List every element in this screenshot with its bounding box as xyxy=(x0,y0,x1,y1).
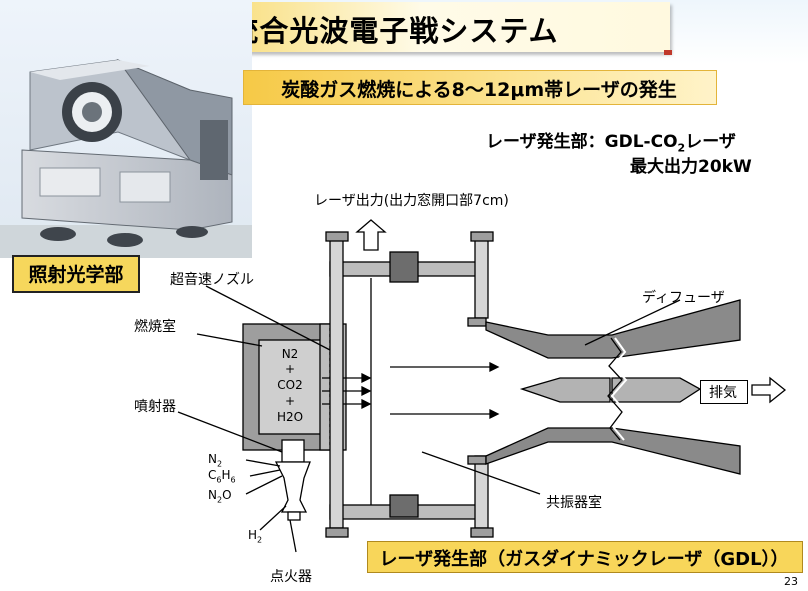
input-c6h6-c: C xyxy=(208,468,217,482)
spec-line-1-prefix: レーザ発生部：GDL-CO xyxy=(486,132,678,152)
injector-label: 噴射器 xyxy=(134,399,176,415)
diffuser-label: ディフューザ xyxy=(642,290,725,306)
input-c6h6: C6H6 xyxy=(208,468,236,484)
resonator-label: 共振器室 xyxy=(546,495,602,511)
irradiation-optics-photo xyxy=(0,0,252,258)
input-n2o: N2O xyxy=(208,488,232,504)
page-title: 統合光波電子戦システム xyxy=(229,14,559,48)
nozzle-label: 超音速ノズル xyxy=(170,272,254,288)
combustor-label: 燃焼室 xyxy=(134,319,176,335)
exhaust-label: 排気 xyxy=(709,385,737,401)
chamber-h2o: H2O xyxy=(276,410,304,424)
chamber-plus-2: + xyxy=(284,394,296,408)
input-h2-sub: 2 xyxy=(257,535,263,545)
spec-line-1-suffix: レーザ xyxy=(685,132,736,152)
input-h2-main: H xyxy=(248,528,258,542)
combustion-chamber-inner xyxy=(258,339,322,435)
subtitle-banner xyxy=(243,70,717,105)
input-n2o-main: N xyxy=(208,488,217,502)
igniter-label: 点火器 xyxy=(270,569,312,585)
photo-label: 照射光学部 xyxy=(28,264,124,286)
input-h2: H2 xyxy=(248,528,262,544)
spec-line-1: レーザ発生部：GDL-CO2レーザ xyxy=(486,127,736,154)
input-c6h6-sub2: 6 xyxy=(230,475,236,485)
spec-line-2: 最大出力20kW xyxy=(630,157,752,177)
input-n2-sub: 2 xyxy=(216,459,223,469)
input-c6h6-h: H xyxy=(221,468,231,482)
laser-output-label: レーザ出力(出力窓開口部7cm) xyxy=(314,193,509,209)
spec-line-1-subscript: 2 xyxy=(677,141,686,155)
input-n2: N2 xyxy=(208,452,222,468)
input-n2-main: N xyxy=(208,452,217,466)
page-number: 23 xyxy=(784,575,798,588)
bottom-label-box xyxy=(367,541,803,573)
chamber-plus-1: + xyxy=(284,362,296,376)
input-n2o-sub: 2 xyxy=(216,495,223,505)
chamber-co2: CO2 xyxy=(277,378,303,392)
photo-label-box xyxy=(12,255,140,293)
input-c6h6-sub1: 6 xyxy=(216,475,222,485)
bottom-label: レーザ発生部（ガスダイナミックレーザ（GDL）） xyxy=(379,549,789,570)
exhaust-label-box xyxy=(700,380,748,404)
input-n2o-tail: O xyxy=(222,488,232,502)
title-accent-mark xyxy=(664,50,672,55)
chamber-n2: N2 xyxy=(281,347,299,361)
subtitle: 炭酸ガス燃焼による8～12μm帯レーザの発生 xyxy=(281,79,677,101)
